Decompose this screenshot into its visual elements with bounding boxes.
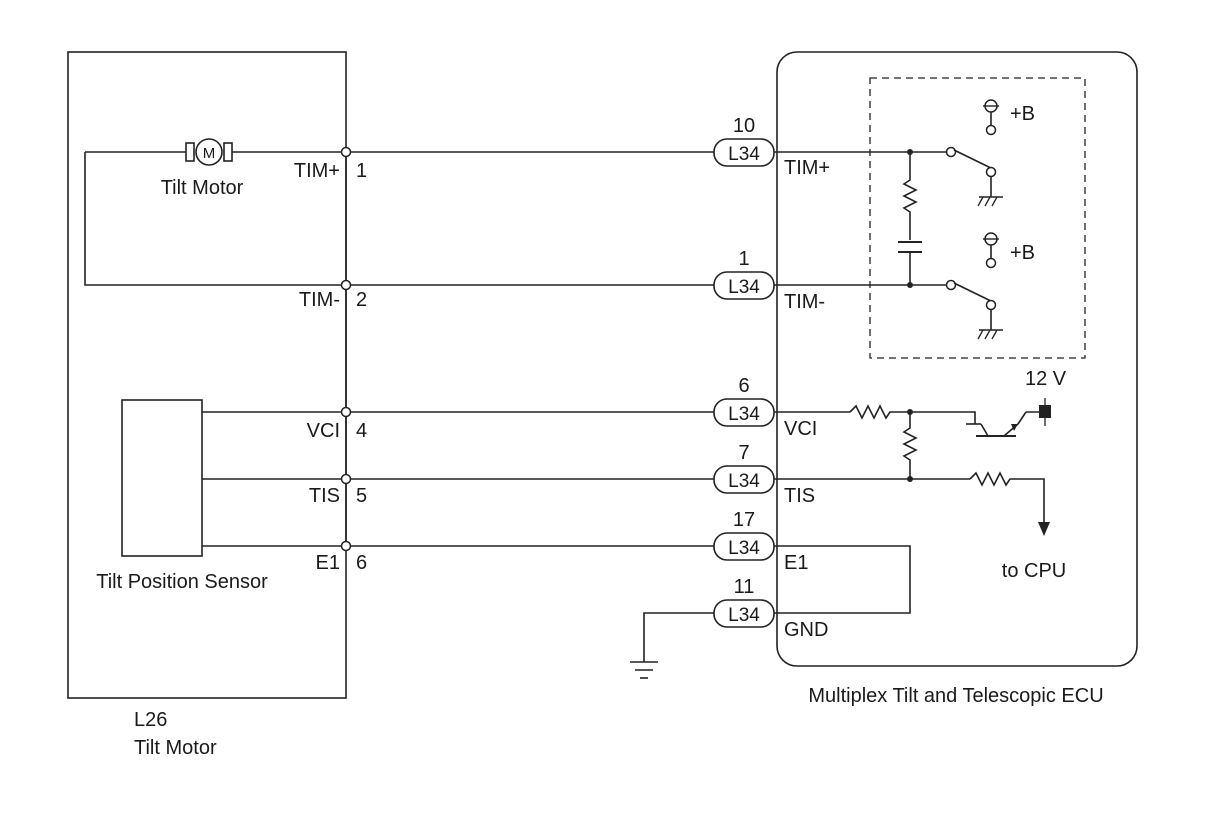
relay-switch-upper-icon xyxy=(945,99,1003,207)
motor-icon: M xyxy=(185,138,233,166)
module-id: L26 xyxy=(134,709,167,731)
tilt-position-sensor-box xyxy=(121,399,203,557)
svg-text:L34: L34 xyxy=(728,404,760,425)
node-tis xyxy=(907,476,913,482)
ecu-box xyxy=(776,51,1138,667)
to-cpu-label: to CPU xyxy=(1002,560,1066,582)
svg-text:L34: L34 xyxy=(728,144,760,165)
svg-text:11: 11 xyxy=(734,576,755,598)
terminal-pin-6: 6 xyxy=(356,552,367,574)
svg-text:L34: L34 xyxy=(728,471,760,492)
snubber-resistor-icon xyxy=(902,152,918,240)
terminal-name-tim-minus: TIM- xyxy=(299,289,340,311)
connector-pin-11: 11 L34 xyxy=(713,576,775,628)
terminal-pin-5: 5 xyxy=(356,485,367,507)
svg-text:10: 10 xyxy=(733,115,755,137)
transistor-icon xyxy=(966,411,1044,437)
ecu-terminal-gnd: GND xyxy=(784,619,828,641)
motor-return-wire xyxy=(84,152,344,286)
terminal-name-tim-plus: TIM+ xyxy=(294,160,340,182)
supply-terminal-icon xyxy=(1039,398,1051,426)
vci-series-resistor-icon xyxy=(849,404,976,424)
svg-text:1: 1 xyxy=(738,248,749,270)
ecu-terminal-tim-minus: TIM- xyxy=(784,291,825,313)
terminal-name-vci: VCI xyxy=(307,420,340,442)
ground-icon xyxy=(630,661,658,679)
svg-text:L34: L34 xyxy=(728,538,760,559)
ecu-terminal-tim-plus: TIM+ xyxy=(784,157,830,179)
svg-text:L34: L34 xyxy=(728,277,760,298)
motor-label: Tilt Motor xyxy=(161,177,244,199)
svg-text:L34: L34 xyxy=(728,605,760,626)
module-name: Tilt Motor xyxy=(134,737,217,759)
relay-switch-lower-icon xyxy=(945,232,1003,340)
ecu-label: Multiplex Tilt and Telescopic ECU xyxy=(808,685,1103,707)
pullup-resistor-icon xyxy=(902,412,918,479)
terminal-name-e1: E1 xyxy=(316,552,340,574)
connector-pin-7: 7 L34 xyxy=(713,442,775,494)
svg-text:7: 7 xyxy=(738,442,749,464)
voltage-label: 12 V xyxy=(1025,368,1067,390)
motor-symbol-text: M xyxy=(203,145,216,162)
svg-text:17: 17 xyxy=(733,509,755,531)
terminal-name-tis: TIS xyxy=(309,485,340,507)
terminal-pin-2: 2 xyxy=(356,289,367,311)
ecu-terminal-e1: E1 xyxy=(784,552,808,574)
ecu-e1-gnd-loop xyxy=(774,545,911,614)
motor-driver-block xyxy=(869,77,1086,359)
ecu-terminal-vci: VCI xyxy=(784,418,817,440)
harness-wire-gnd xyxy=(643,612,714,662)
connector-pin-17: 17 L34 xyxy=(713,509,775,561)
connector-pin-10: 10 L34 xyxy=(713,115,775,167)
sensor-label: Tilt Position Sensor xyxy=(96,571,268,593)
supply-label-upper: +B xyxy=(1010,103,1035,125)
terminal-pin-1: 1 xyxy=(356,160,367,182)
connector-pin-1: 1 L34 xyxy=(713,248,775,300)
ecu-terminal-tis: TIS xyxy=(784,485,815,507)
terminal-pin-4: 4 xyxy=(356,420,367,442)
connector-pin-6: 6 L34 xyxy=(713,375,775,427)
svg-text:6: 6 xyxy=(738,375,749,397)
supply-label-lower: +B xyxy=(1010,242,1035,264)
cpu-input-resistor-icon xyxy=(969,471,1050,536)
terminal-junctions xyxy=(340,146,352,552)
snubber-capacitor-icon xyxy=(898,241,922,285)
